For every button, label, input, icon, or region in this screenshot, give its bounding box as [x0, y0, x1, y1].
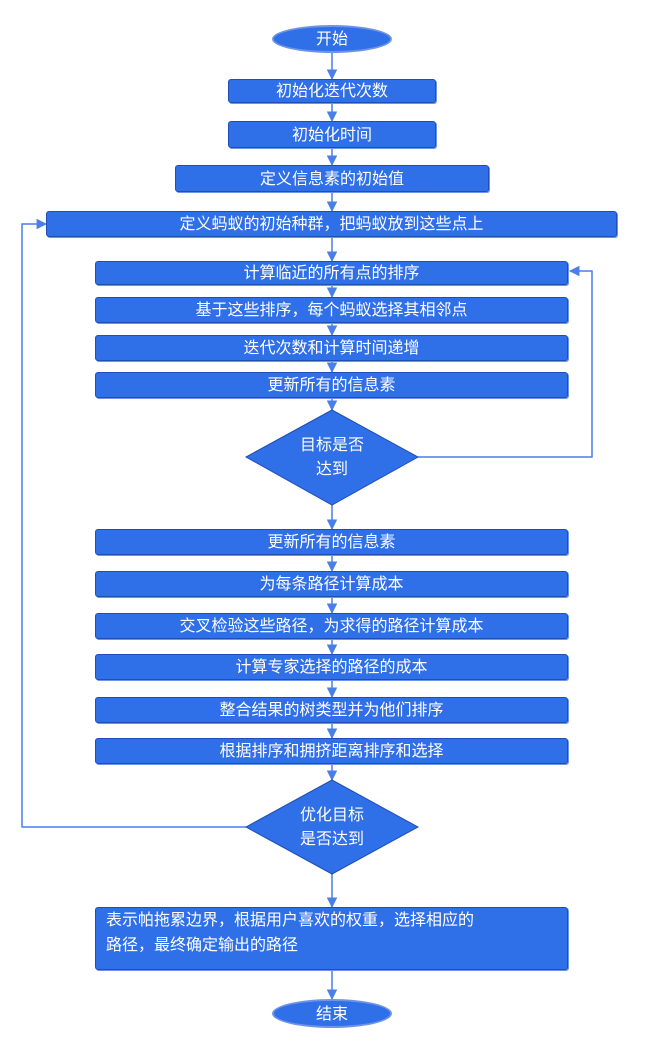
init-population-label: 定义蚂蚁的初始种群，把蚂蚁放到这些点上 [179, 214, 484, 233]
output-line-2: 路径，最终确定输出的路径 [106, 934, 299, 954]
decision-diamonds [244, 409, 420, 875]
loop-goal-to-sort [418, 265, 593, 458]
start-label: 开始 [315, 29, 348, 48]
start-terminal: 开始 [272, 25, 392, 53]
cross-validate-label: 交叉检验这些路径，为求得的路径计算成本 [179, 616, 484, 635]
update-pheromone-box-1: 更新所有的信息素 [95, 372, 568, 398]
opt-goal-diamond [244, 779, 420, 875]
init-iteration-label: 初始化迭代次数 [275, 81, 388, 100]
expert-cost-box: 计算专家选择的路径的成本 [95, 654, 568, 680]
crowding-select-label: 根据排序和拥挤距离排序和选择 [219, 741, 444, 760]
init-pheromone-box: 定义信息素的初始值 [175, 165, 489, 192]
merge-sort-box: 整合结果的树类型并为他们排序 [95, 697, 568, 723]
opt-goal-text: 优化目标 是否达到 [276, 801, 388, 853]
init-pheromone-label: 定义信息素的初始值 [259, 168, 404, 188]
opt-goal-line-1: 优化目标 [299, 805, 364, 824]
update-pheromone-label-1: 更新所有的信息素 [267, 375, 396, 394]
init-time-label: 初始化时间 [291, 124, 372, 144]
loop-optgoal-to-population [21, 218, 246, 828]
sort-neighbors-label: 计算临近的所有点的排序 [243, 263, 420, 282]
end-terminal: 结束 [272, 999, 392, 1028]
init-population-box: 定义蚂蚁的初始种群，把蚂蚁放到这些点上 [46, 211, 617, 237]
goal-reached-text: 目标是否 达到 [276, 431, 388, 483]
goal-reached-line-1: 目标是否 [299, 435, 364, 454]
path-cost-box: 为每条路径计算成本 [95, 571, 568, 597]
goal-reached-line-2: 达到 [315, 459, 348, 478]
init-iteration-box: 初始化迭代次数 [228, 79, 436, 103]
path-cost-label: 为每条路径计算成本 [259, 574, 404, 593]
expert-cost-label: 计算专家选择的路径的成本 [235, 657, 428, 676]
init-time-box: 初始化时间 [228, 121, 436, 148]
cross-validate-box: 交叉检验这些路径，为求得的路径计算成本 [95, 613, 568, 639]
goal-reached-diamond [244, 409, 420, 506]
output-box: 表示帕拖累边界，根据用户喜欢的权重，选择相应的 路径，最终确定输出的路径 [95, 907, 568, 970]
output-line-1: 表示帕拖累边界，根据用户喜欢的权重，选择相应的 [106, 910, 475, 929]
update-pheromone-box-2: 更新所有的信息素 [95, 529, 568, 555]
increment-label: 迭代次数和计算时间递增 [243, 338, 420, 357]
increment-box: 迭代次数和计算时间递增 [95, 335, 568, 361]
update-pheromone-label-2: 更新所有的信息素 [267, 532, 396, 551]
choose-neighbor-label: 基于这些排序，每个蚂蚁选择其相邻点 [195, 300, 468, 319]
choose-neighbor-box: 基于这些排序，每个蚂蚁选择其相邻点 [95, 297, 568, 323]
sort-neighbors-box: 计算临近的所有点的排序 [95, 261, 568, 285]
end-label: 结束 [315, 1003, 348, 1023]
merge-sort-label: 整合结果的树类型并为他们排序 [219, 700, 444, 719]
opt-goal-line-2: 是否达到 [299, 829, 364, 848]
crowding-select-box: 根据排序和拥挤距离排序和选择 [95, 738, 568, 764]
